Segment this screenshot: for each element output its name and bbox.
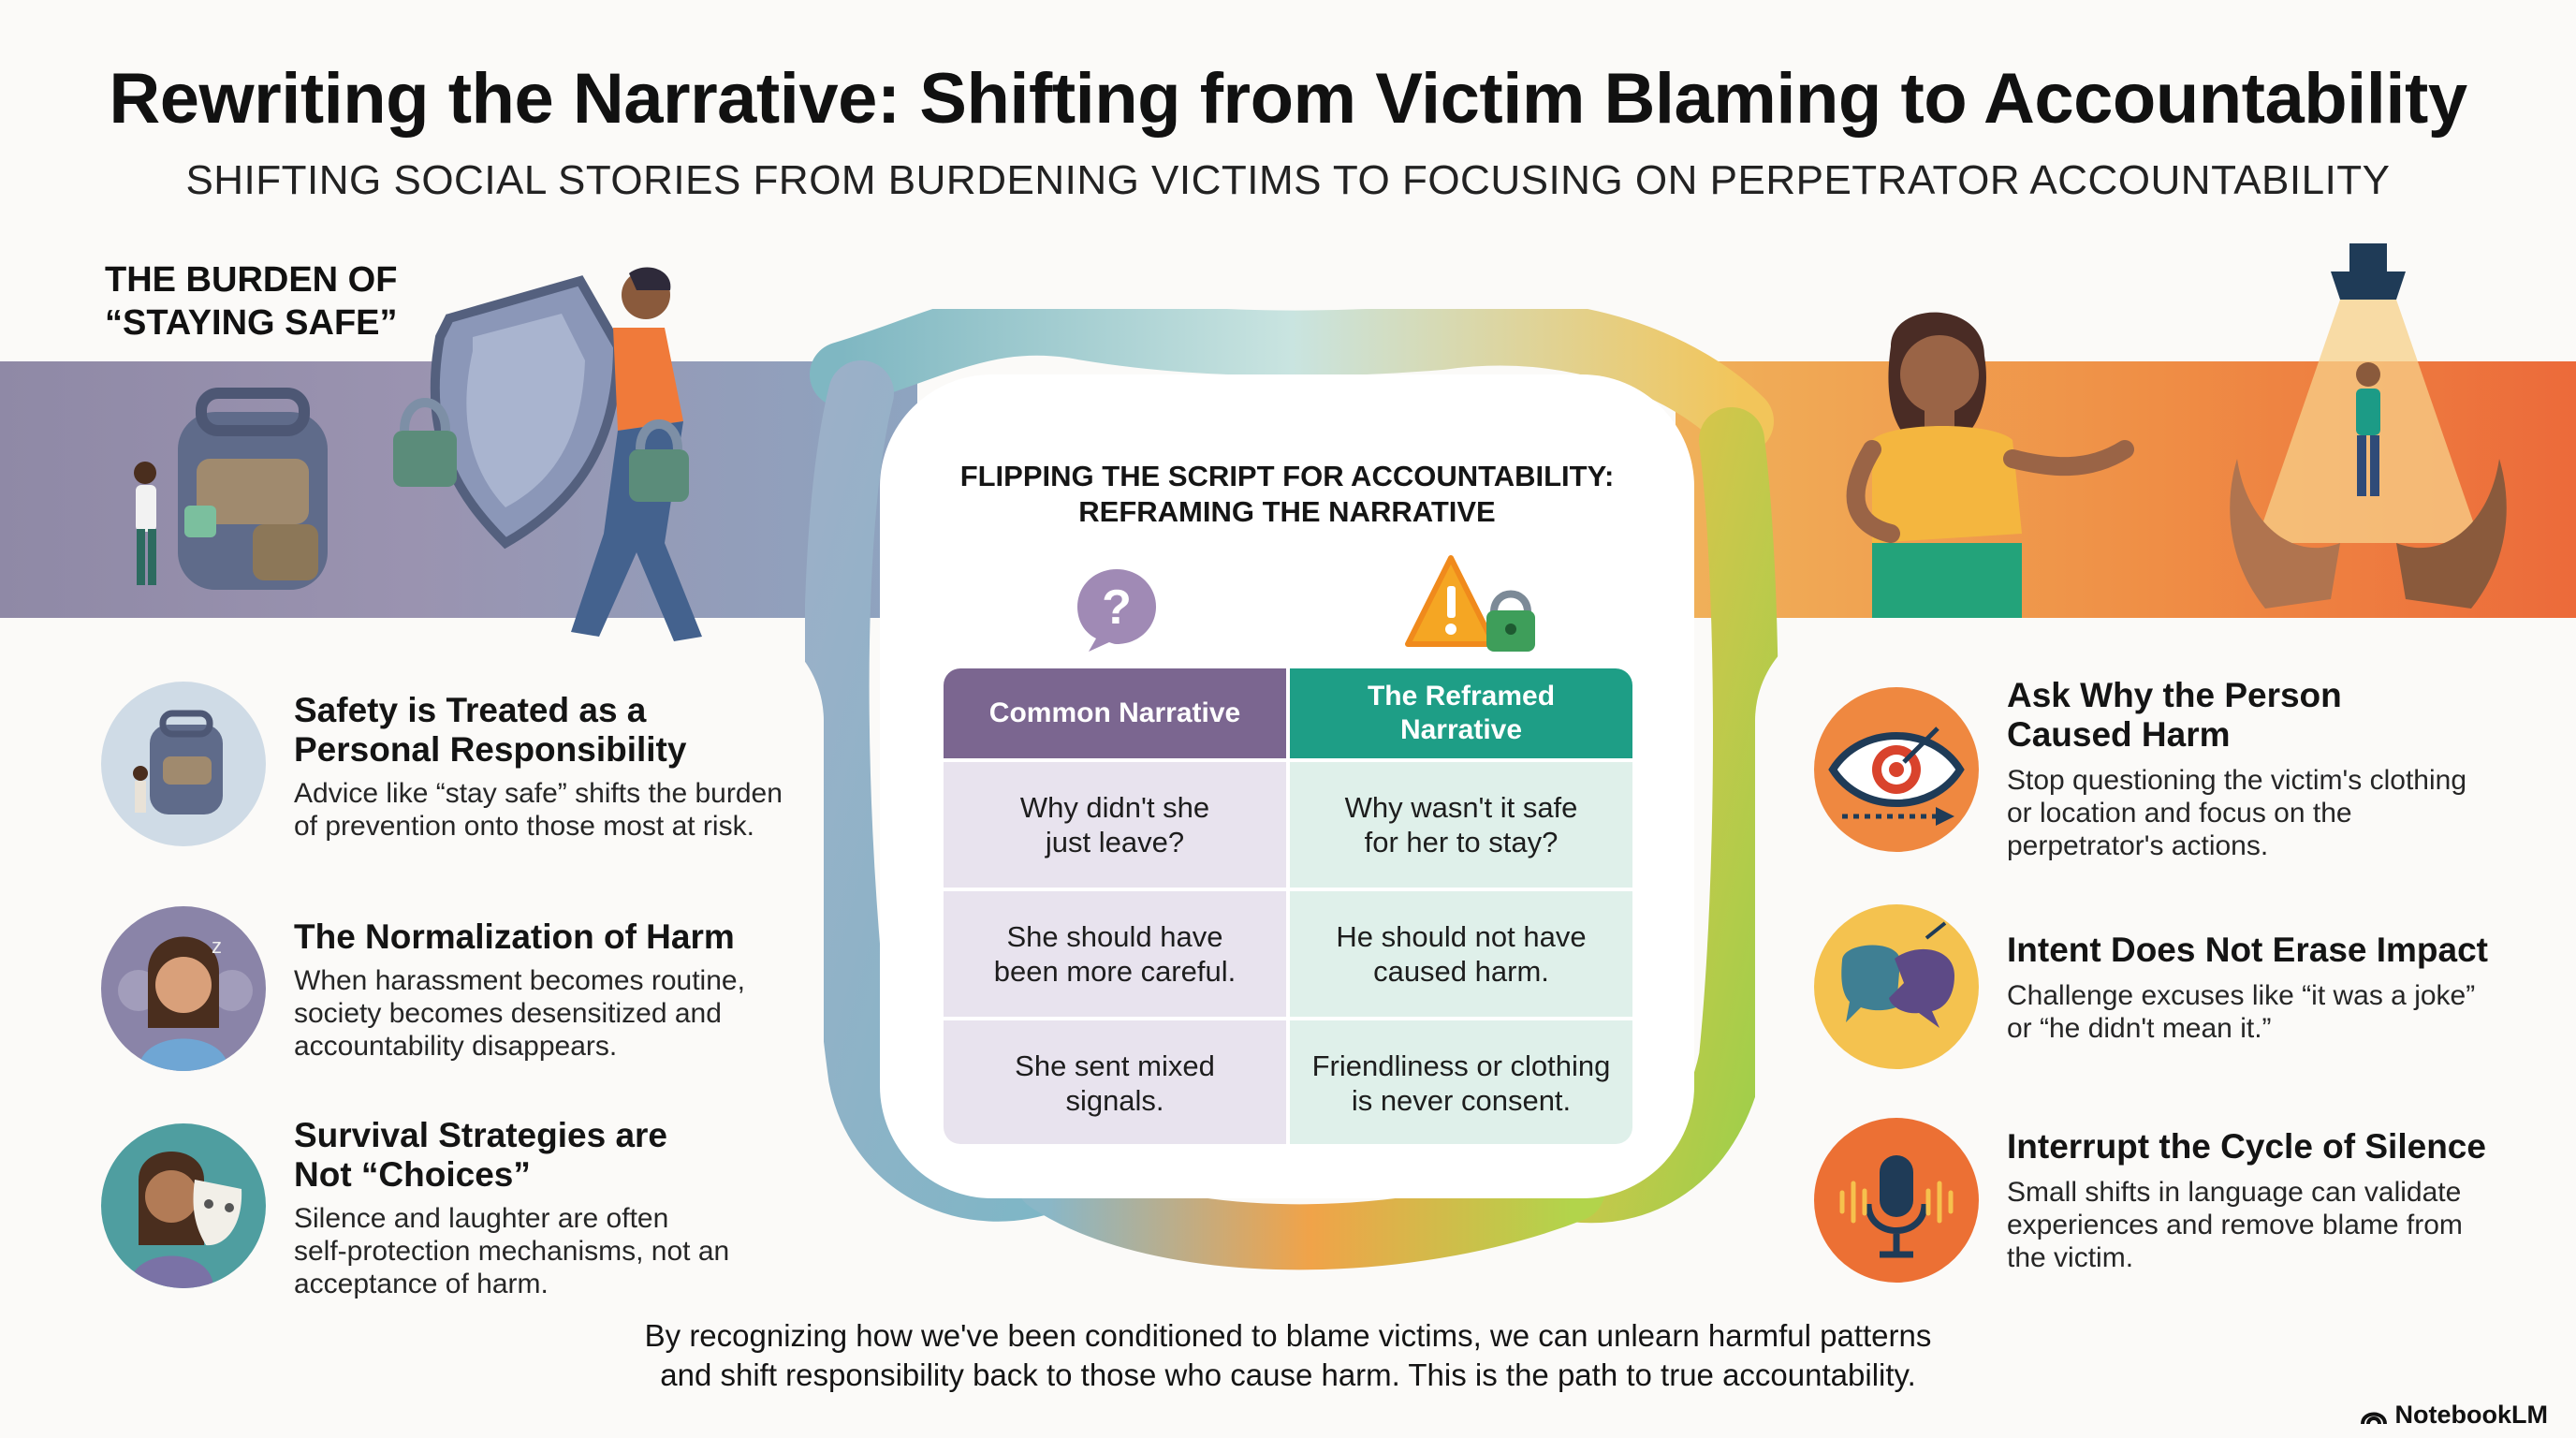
person-carrying-shield-illustration [393, 267, 702, 641]
microphone-icon [1814, 1118, 1979, 1283]
backpack-icon [101, 682, 266, 846]
reframed-header-line2: Narrative [1399, 714, 1523, 745]
eye-target-icon [1814, 687, 1979, 852]
center-heading: FLIPPING THE SCRIPT FOR ACCOUNTABILITY: … [880, 459, 1694, 530]
brand-label: NotebookLM [2394, 1401, 2548, 1429]
feature-title-normalization: The Normalization of Harm [294, 917, 735, 956]
common-narrative-header: Common Narrative [944, 668, 1286, 758]
page-subtitle: SHIFTING SOCIAL STORIES FROM BURDENING V… [185, 157, 2391, 203]
svg-text:?: ? [1102, 580, 1132, 635]
feature-desc-safety: Advice like “stay safe” shifts the burde… [294, 778, 783, 842]
center-heading-line2: REFRAMING THE NARRATIVE [1078, 495, 1496, 528]
backpack-with-person-illustration [134, 388, 328, 590]
feature-desc-normalization: When harassment becomes routine,society … [294, 965, 745, 1062]
question-bubble-icon: ? [1077, 569, 1156, 652]
reframed-narrative-header: The Reframed Narrative [1290, 668, 1632, 758]
warning-lock-icon [1405, 555, 1535, 652]
reframed-header-line1: The Reframed [1367, 681, 1556, 712]
footer-text: By recognizing how we've been conditione… [0, 1316, 2576, 1395]
mask-icon [101, 1123, 266, 1288]
sleeping-person-icon: z [101, 906, 266, 1071]
feature-title-interrupt: Interrupt the Cycle of Silence [2007, 1127, 2486, 1166]
footer-line1: By recognizing how we've been conditione… [644, 1318, 1932, 1353]
footer-line2: and shift responsibility back to those w… [660, 1357, 1916, 1392]
notebooklm-logo-icon [2360, 1412, 2387, 1424]
burden-label-line2: “STAYING SAFE” [105, 303, 398, 343]
feature-desc-intent: Challenge excuses like “it was a joke”or… [2007, 980, 2476, 1044]
burden-label-line1: THE BURDEN OF [105, 260, 398, 300]
notebooklm-brand: NotebookLM [2360, 1401, 2548, 1430]
burden-label: THE BURDEN OF “STAYING SAFE” [105, 258, 398, 345]
speech-bubbles-icon [1814, 904, 1979, 1069]
center-heading-line1: FLIPPING THE SCRIPT FOR ACCOUNTABILITY: [959, 460, 1615, 492]
feature-title-intent: Intent Does Not Erase Impact [2007, 931, 2489, 969]
spotlight-hands-illustration [2230, 243, 2507, 609]
narrative-table: Common Narrative The Reframed Narrative … [944, 668, 1632, 1144]
page-title: Rewriting the Narrative: Shifting from V… [109, 59, 2467, 139]
woman-gesturing-illustration [1846, 312, 2134, 618]
svg-text:z: z [212, 934, 222, 958]
